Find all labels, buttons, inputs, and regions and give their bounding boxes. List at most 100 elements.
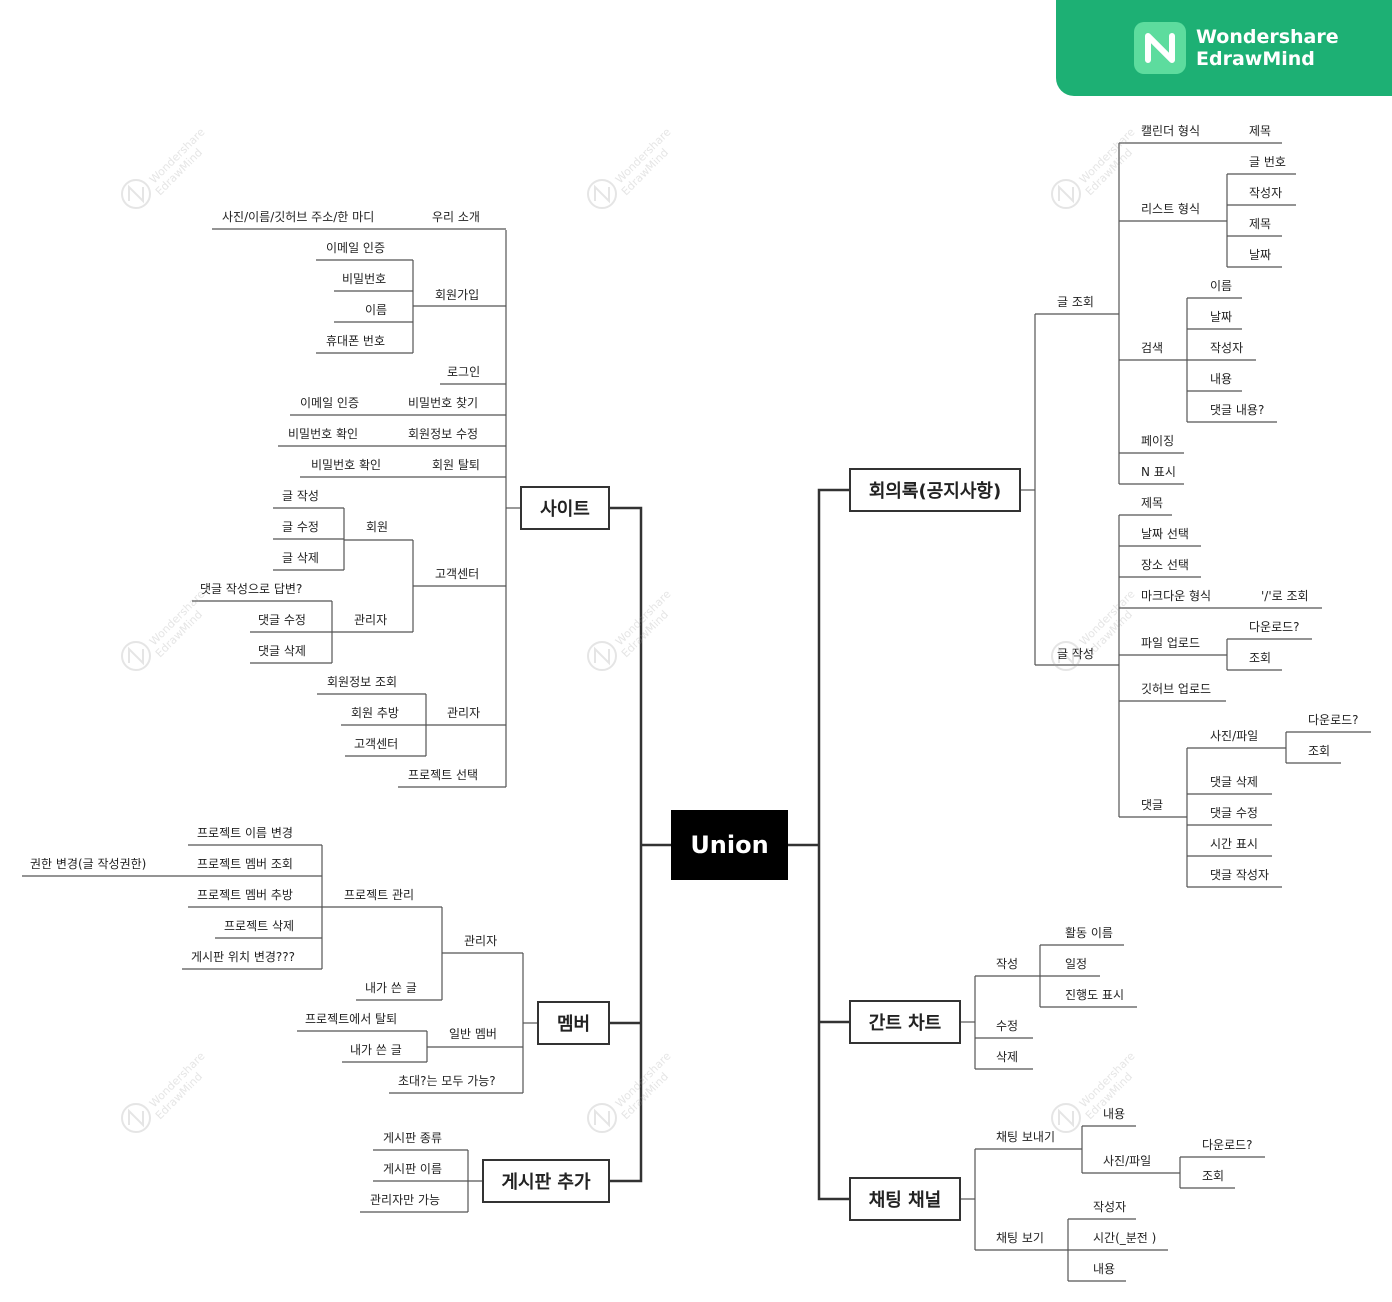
topic-login[interactable]: 로그인 (447, 365, 481, 379)
topic-member-admin[interactable]: 관리자 (464, 934, 498, 948)
topic-signup-item[interactable]: 이메일 인증 (326, 241, 386, 255)
topic-gantt-write-item[interactable]: 활동 이름 (1065, 926, 1113, 940)
topic-signup-item[interactable]: 휴대폰 번호 (326, 334, 386, 348)
topic-site-admin-item[interactable]: 회원 추방 (351, 706, 399, 720)
topic-invite[interactable]: 초대?는 모두 가능? (398, 1074, 496, 1088)
topic-find-password-detail[interactable]: 이메일 인증 (300, 396, 360, 410)
topic-pm-item[interactable]: 프로젝트 멤버 추방 (197, 888, 293, 902)
topic-signup-item[interactable]: 이름 (365, 303, 388, 317)
topic-board-item[interactable]: 게시판 종류 (383, 1131, 443, 1145)
topic-search-item[interactable]: 이름 (1210, 279, 1233, 293)
topic-gantt-delete[interactable]: 삭제 (996, 1050, 1019, 1064)
topic-file-upload[interactable]: 파일 업로드 (1141, 636, 1201, 650)
topic-list-item[interactable]: 작성자 (1249, 186, 1283, 200)
topic-support-admin-item[interactable]: 댓글 수정 (258, 613, 306, 627)
topic-calendar-title[interactable]: 제목 (1249, 124, 1272, 138)
branch-minutes[interactable]: 회의록(공지사항) (849, 468, 1021, 512)
topic-paging[interactable]: 페이징 (1141, 434, 1175, 448)
topic-support[interactable]: 고객센터 (435, 567, 480, 581)
topic-chat-view-item[interactable]: 내용 (1093, 1262, 1116, 1276)
topic-signup-item[interactable]: 비밀번호 (342, 272, 387, 286)
topic-pm-item[interactable]: 프로젝트 멤버 조회 (197, 857, 293, 871)
topic-minutes-write[interactable]: 글 작성 (1057, 647, 1094, 661)
topic-support-member-item[interactable]: 글 삭제 (282, 551, 319, 565)
topic-pm-item[interactable]: 게시판 위치 변경??? (191, 950, 296, 964)
topic-find-password[interactable]: 비밀번호 찾기 (408, 396, 479, 410)
topic-markdown[interactable]: 마크다운 형식 (1141, 589, 1212, 603)
topic-search-item[interactable]: 작성자 (1210, 341, 1244, 355)
topic-chat-photo-item[interactable]: 다운로드? (1202, 1138, 1253, 1152)
topic-list-item[interactable]: 날짜 (1249, 248, 1272, 262)
topic-github-upload[interactable]: 깃허브 업로드 (1141, 682, 1212, 696)
branch-site[interactable]: 사이트 (520, 486, 610, 530)
topic-signup[interactable]: 회원가입 (435, 288, 480, 302)
topic-comment-item[interactable]: 댓글 삭제 (1210, 775, 1258, 789)
topic-pm-member-sub[interactable]: 권한 변경(글 작성권한) (30, 857, 147, 871)
topic-edit-info[interactable]: 회원정보 수정 (408, 427, 479, 441)
topic-comment-item[interactable]: 댓글 수정 (1210, 806, 1258, 820)
topic-gantt-write-item[interactable]: 일정 (1065, 957, 1088, 971)
topic-search-item[interactable]: 내용 (1210, 372, 1233, 386)
topic-chat-view-item[interactable]: 시간(_분전 ) (1093, 1231, 1157, 1245)
topic-search-item[interactable]: 날짜 (1210, 310, 1233, 324)
topic-search-item[interactable]: 댓글 내용? (1210, 403, 1265, 417)
branch-board[interactable]: 게시판 추가 (482, 1159, 610, 1203)
topic-list-item[interactable]: 제목 (1249, 217, 1272, 231)
topic-gantt-edit[interactable]: 수정 (996, 1019, 1019, 1033)
topic-site-admin-item[interactable]: 고객센터 (354, 737, 399, 751)
topic-calendar[interactable]: 캘린더 형식 (1141, 124, 1201, 138)
topic-about-detail[interactable]: 사진/이름/깃허브 주소/한 마디 (222, 210, 375, 224)
topic-n-display[interactable]: N 표시 (1141, 465, 1176, 479)
topic-board-item[interactable]: 관리자만 가능 (370, 1193, 441, 1207)
topic-photo-file-item[interactable]: 다운로드? (1308, 713, 1359, 727)
topic-general-member[interactable]: 일반 멤버 (449, 1027, 497, 1041)
topic-site-admin[interactable]: 관리자 (447, 706, 481, 720)
topic-chat-content[interactable]: 내용 (1103, 1107, 1126, 1121)
topic-minutes-view[interactable]: 글 조회 (1057, 295, 1094, 309)
topic-general-item[interactable]: 프로젝트에서 탈퇴 (305, 1012, 398, 1026)
topic-general-item[interactable]: 내가 쓴 글 (350, 1043, 402, 1057)
topic-support-admin[interactable]: 관리자 (354, 613, 388, 627)
topic-site-admin-item[interactable]: 회원정보 조회 (327, 675, 398, 689)
topic-photo-file[interactable]: 사진/파일 (1210, 729, 1259, 743)
topic-list[interactable]: 리스트 형식 (1141, 202, 1201, 216)
topic-chat-view-item[interactable]: 작성자 (1093, 1200, 1127, 1214)
topic-gantt-write-item[interactable]: 진행도 표시 (1065, 988, 1125, 1002)
topic-list-item[interactable]: 글 번호 (1249, 155, 1286, 169)
topic-support-member-item[interactable]: 글 작성 (282, 489, 319, 503)
topic-gantt-write[interactable]: 작성 (996, 957, 1019, 971)
branch-gantt[interactable]: 간트 차트 (849, 1000, 961, 1044)
topic-project-manage[interactable]: 프로젝트 관리 (344, 888, 415, 902)
topic-chat-photo-file[interactable]: 사진/파일 (1103, 1154, 1152, 1168)
topic-file-upload-item[interactable]: 조회 (1249, 651, 1272, 665)
topic-write-title[interactable]: 제목 (1141, 496, 1164, 510)
topic-support-member[interactable]: 회원 (366, 520, 389, 534)
topic-support-member-item[interactable]: 글 수정 (282, 520, 319, 534)
topic-comment[interactable]: 댓글 (1141, 798, 1164, 812)
topic-search[interactable]: 검색 (1141, 341, 1164, 355)
topic-withdraw[interactable]: 회원 탈퇴 (432, 458, 480, 472)
topic-chat-view[interactable]: 채팅 보기 (996, 1231, 1044, 1245)
topic-about[interactable]: 우리 소개 (432, 210, 480, 224)
topic-file-upload-item[interactable]: 다운로드? (1249, 620, 1300, 634)
root-topic[interactable]: Union (671, 810, 788, 880)
topic-comment-item[interactable]: 시간 표시 (1210, 837, 1258, 851)
topic-support-admin-item[interactable]: 댓글 삭제 (258, 644, 306, 658)
topic-pm-item[interactable]: 프로젝트 이름 변경 (197, 826, 293, 840)
topic-comment-item[interactable]: 댓글 작성자 (1210, 868, 1270, 882)
topic-project-select[interactable]: 프로젝트 선택 (408, 768, 479, 782)
topic-pm-item[interactable]: 프로젝트 삭제 (224, 919, 295, 933)
branch-member[interactable]: 멤버 (537, 1001, 610, 1045)
topic-place-select[interactable]: 장소 선택 (1141, 558, 1189, 572)
topic-chat-photo-item[interactable]: 조회 (1202, 1169, 1225, 1183)
topic-markdown-sub[interactable]: '/'로 조회 (1261, 589, 1309, 603)
topic-photo-file-item[interactable]: 조회 (1308, 744, 1331, 758)
branch-chat[interactable]: 채팅 채널 (849, 1177, 961, 1221)
topic-date-select[interactable]: 날짜 선택 (1141, 527, 1189, 541)
topic-withdraw-detail[interactable]: 비밀번호 확인 (311, 458, 382, 472)
topic-edit-info-detail[interactable]: 비밀번호 확인 (288, 427, 359, 441)
topic-support-admin-item[interactable]: 댓글 작성으로 답변? (200, 582, 303, 596)
topic-chat-send[interactable]: 채팅 보내기 (996, 1130, 1056, 1144)
topic-admin-posts[interactable]: 내가 쓴 글 (365, 981, 417, 995)
topic-board-item[interactable]: 게시판 이름 (383, 1162, 443, 1176)
